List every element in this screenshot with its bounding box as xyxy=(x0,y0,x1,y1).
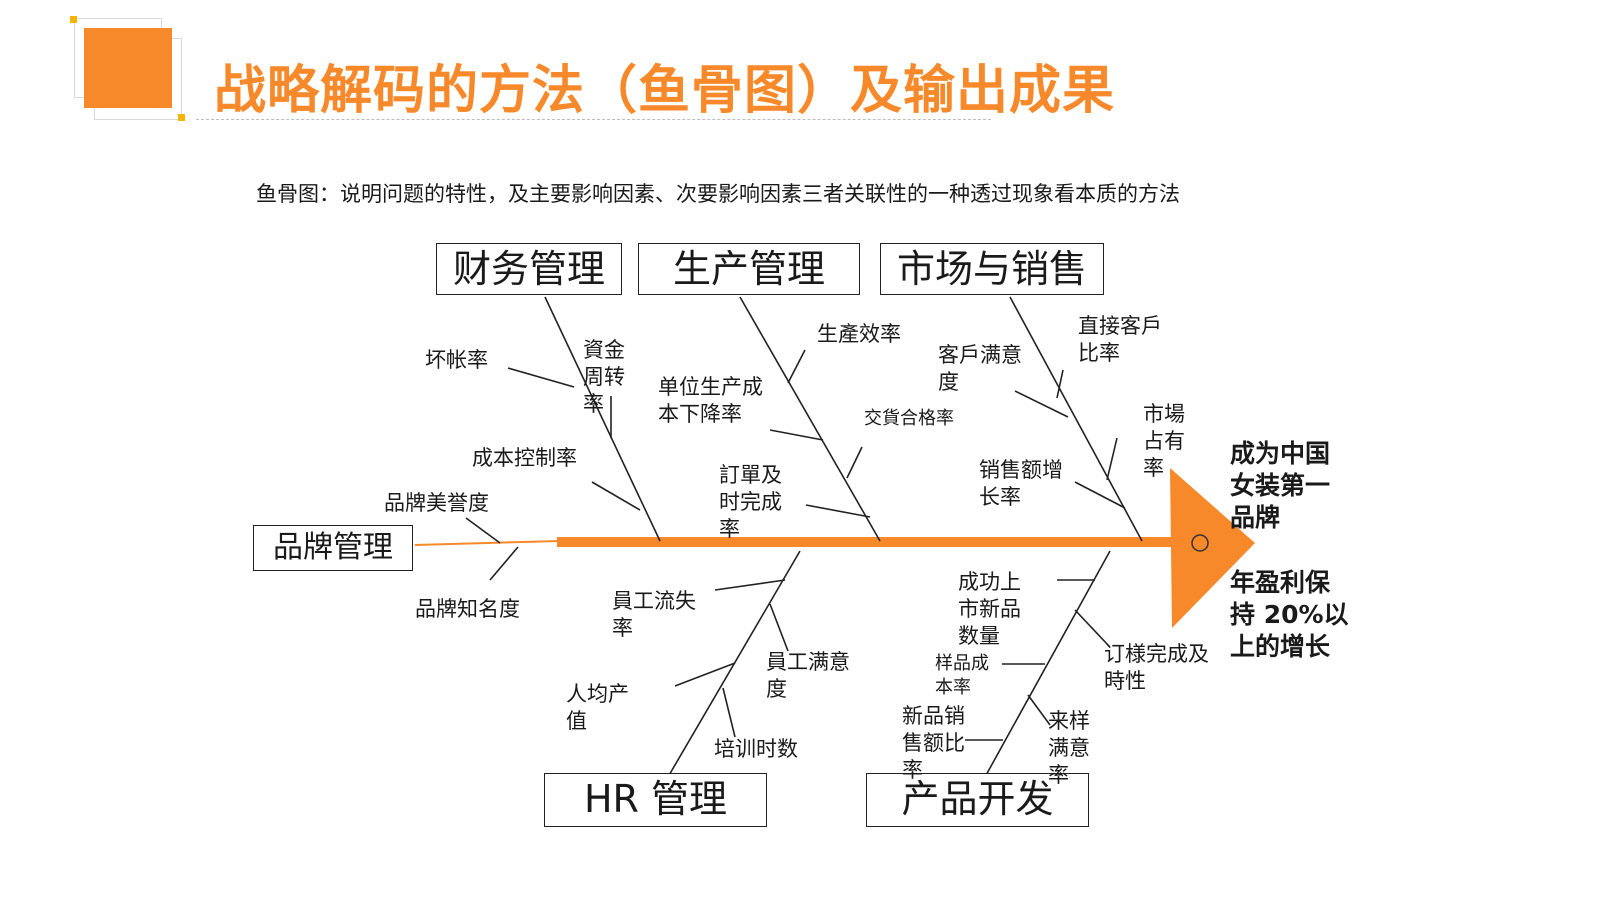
bone-market xyxy=(1009,296,1143,542)
rib-satisfaction xyxy=(1014,390,1069,418)
factor-customer-satisfaction: 客戶满意度 xyxy=(938,343,1022,394)
rib-staff-satisfaction xyxy=(769,603,789,652)
rib-staff-turnover xyxy=(714,579,786,591)
spine xyxy=(557,537,1202,547)
bone-product xyxy=(984,550,1111,778)
category-brand: 品牌管理 xyxy=(253,525,413,571)
factor-cost-control: 成本控制率 xyxy=(472,446,577,470)
factor-market-share: 市場占有率 xyxy=(1143,402,1185,480)
rib-per-capita xyxy=(674,662,736,687)
rib-sample-timeliness xyxy=(1074,609,1109,646)
page-title: 战略解码的方法（鱼骨图）及输出成果 xyxy=(214,61,1116,121)
rib-sample-satisfaction xyxy=(1027,694,1051,726)
rib-delivery xyxy=(846,446,863,479)
rib-market-share xyxy=(1106,437,1118,481)
factor-per-capita-output: 人均产值 xyxy=(566,682,629,733)
factor-sales-growth: 销售额增长率 xyxy=(979,458,1063,509)
factor-brand-reputation: 品牌美誉度 xyxy=(384,491,489,515)
factor-training-hours: 培训时数 xyxy=(714,737,798,761)
logo-square xyxy=(84,28,172,108)
category-product: 产品开发 xyxy=(866,773,1089,827)
category-production: 生产管理 xyxy=(638,243,860,295)
factor-order-on-time: 訂單及时完成率 xyxy=(719,463,782,541)
factor-new-products-launched: 成功上市新品数量 xyxy=(958,570,1021,648)
category-market: 市场与销售 xyxy=(880,243,1104,295)
spine-thin xyxy=(414,540,561,546)
goal-first-brand: 成为中国女装第一品牌 xyxy=(1230,439,1331,532)
bone-finance xyxy=(544,296,661,542)
bone-production xyxy=(739,296,881,542)
factor-capital-turnover: 資金周转率 xyxy=(583,338,625,416)
factor-bad-debt: 坏帐率 xyxy=(425,348,488,372)
factor-production-efficiency: 生產效率 xyxy=(817,322,901,346)
rib-sales-growth xyxy=(1074,481,1126,509)
rib-awareness xyxy=(489,546,519,581)
factor-staff-satisfaction: 員工满意度 xyxy=(766,650,850,701)
factor-unit-cost-reduction: 单位生产成本下降率 xyxy=(658,375,763,426)
category-finance: 财务管理 xyxy=(436,243,622,295)
rib-bad-debt xyxy=(507,367,575,388)
logo-dot-top xyxy=(70,16,77,23)
goal-profit-growth: 年盈利保持 20%以上的增长 xyxy=(1230,568,1349,661)
logo-dot-bottom xyxy=(178,114,185,121)
factor-sample-order-timeliness: 订様完成及時性 xyxy=(1104,642,1209,693)
factor-staff-turnover: 員工流失率 xyxy=(612,589,696,640)
factor-brand-awareness: 品牌知名度 xyxy=(415,597,520,621)
rib-direct-customer xyxy=(1056,369,1064,399)
factor-sample-cost-rate: 样品成本率 xyxy=(935,653,989,698)
title-divider xyxy=(196,119,991,120)
rib-efficiency xyxy=(787,349,806,384)
rib-unit-cost xyxy=(769,429,824,441)
rib-training xyxy=(722,687,736,738)
factor-sample-satisfaction: 来样满意率 xyxy=(1048,709,1090,787)
fish-eye xyxy=(1191,534,1209,552)
rib-reputation xyxy=(465,517,501,544)
factor-direct-customer-ratio: 直接客戶比率 xyxy=(1078,314,1162,365)
fish-head xyxy=(1170,468,1255,628)
category-hr: HR 管理 xyxy=(544,773,767,827)
factor-delivery-pass: 交貨合格率 xyxy=(864,408,954,429)
factor-new-product-sales-ratio: 新品销售额比率 xyxy=(902,704,965,782)
rib-order xyxy=(805,504,871,518)
subtitle: 鱼骨图：说明问题的特性，及主要影响因素、次要影响因素三者关联性的一种透过现象看本… xyxy=(256,182,1180,206)
rib-cost-control xyxy=(591,481,641,511)
